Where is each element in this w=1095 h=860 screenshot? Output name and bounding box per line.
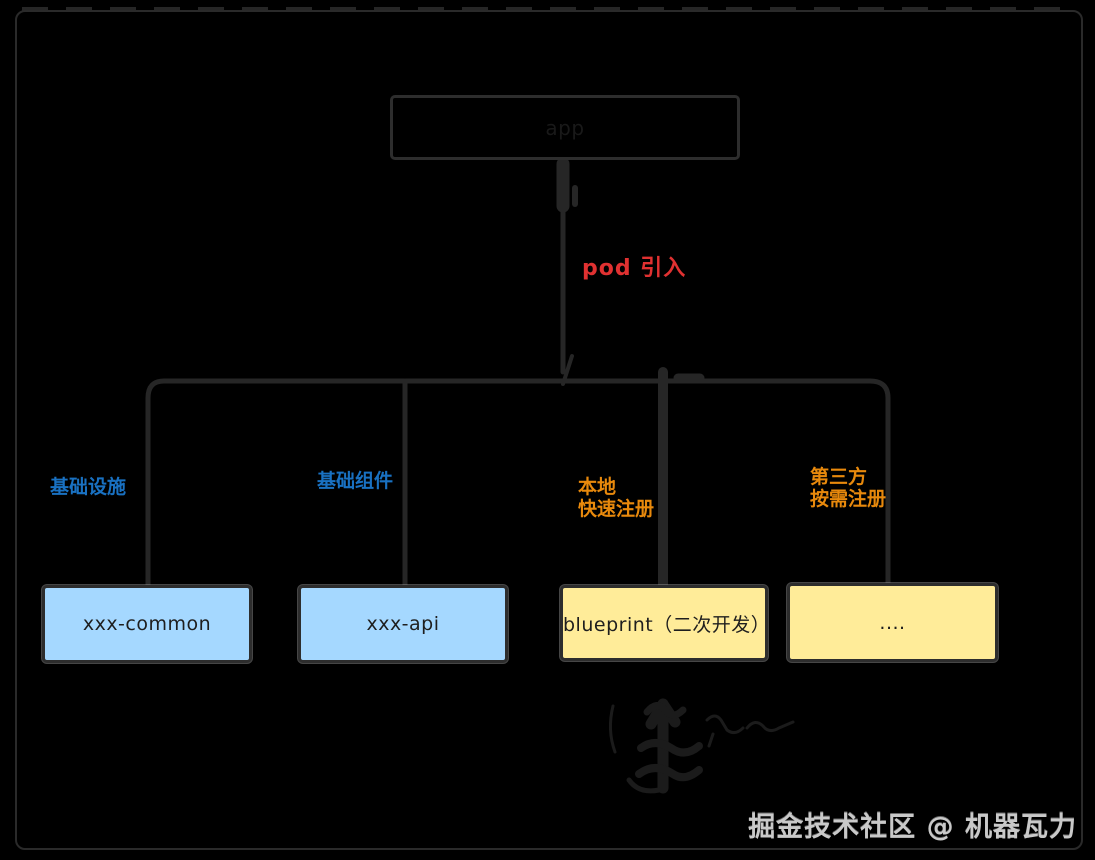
node-xxx-api-label: xxx-api: [366, 613, 440, 635]
node-others-label: ....: [879, 611, 906, 634]
node-blueprint[interactable]: blueprint（二次开发）: [560, 585, 771, 661]
handwritten-arrow-scribble-icon: [608, 698, 795, 794]
branch-label-thirdparty: 第三方 按需注册: [810, 466, 887, 510]
branch-label-api: 基础组件: [317, 470, 394, 492]
root-node-label: app: [545, 115, 585, 140]
root-node-app[interactable]: app: [390, 95, 740, 160]
branch-label-blueprint: 本地 快速注册: [578, 476, 655, 520]
edge-label-pod-import: pod 引入: [582, 256, 687, 281]
node-others[interactable]: ....: [787, 583, 998, 662]
node-blueprint-label: blueprint（二次开发）: [563, 613, 771, 636]
watermark-text: 掘金技术社区 @ 机器瓦力: [748, 812, 1077, 843]
node-xxx-common[interactable]: xxx-common: [42, 585, 252, 663]
node-xxx-common-label: xxx-common: [82, 613, 212, 635]
node-xxx-api[interactable]: xxx-api: [298, 585, 508, 663]
branch-label-common: 基础设施: [50, 476, 127, 498]
canvas-top-dashed-border: [22, 7, 1072, 11]
